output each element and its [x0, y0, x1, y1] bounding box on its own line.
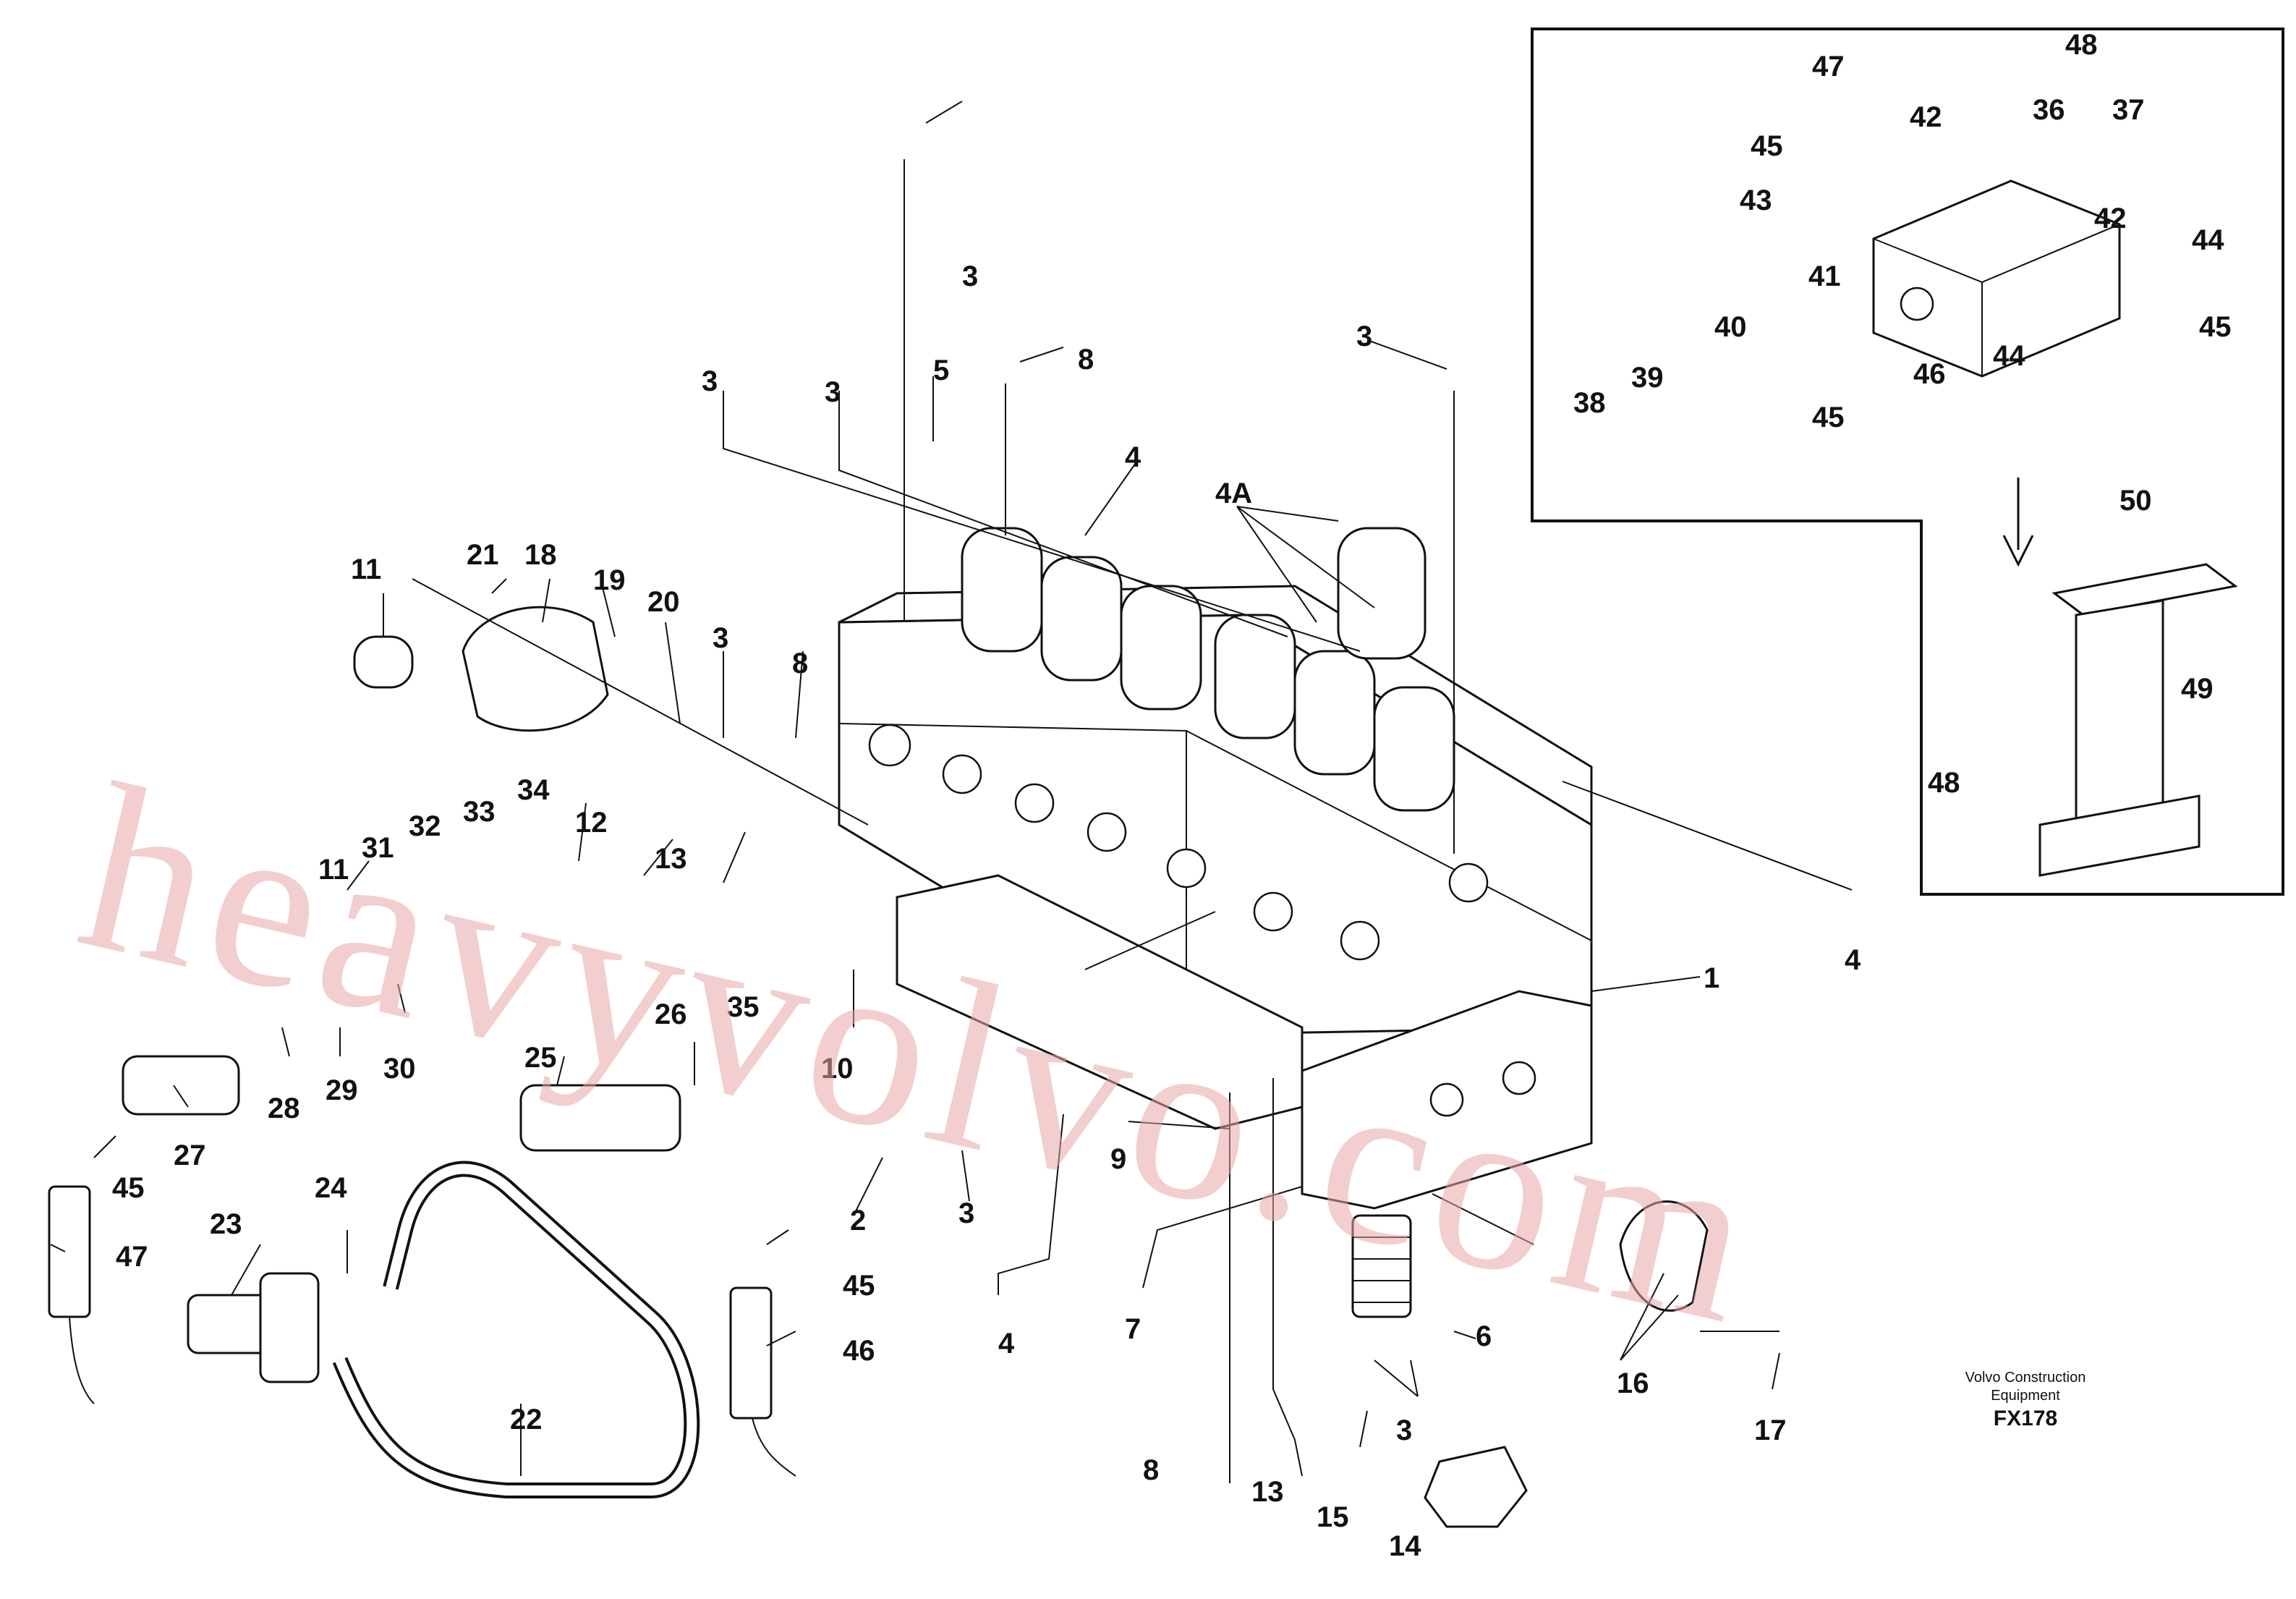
callout-3-bottom: 3 [1396, 1414, 1412, 1446]
callout-12: 12 [575, 807, 608, 839]
callout-48-bottom: 48 [1928, 767, 1960, 799]
callout-32: 32 [409, 810, 441, 842]
callout-17: 17 [1754, 1414, 1787, 1446]
callout-44-mid: 44 [1993, 340, 2025, 372]
callout-45-mid: 45 [843, 1270, 875, 1302]
callout-10: 10 [821, 1053, 854, 1085]
callout-39: 39 [1631, 362, 1664, 394]
callout-3-mid: 3 [825, 376, 841, 408]
callout-36: 36 [2033, 94, 2065, 126]
callout-41: 41 [1808, 260, 1841, 292]
callout-4-top: 4 [1125, 441, 1141, 473]
callout-13-bottom: 13 [1251, 1476, 1284, 1508]
callout-4-bottom: 4 [998, 1328, 1015, 1360]
callout-5: 5 [933, 355, 949, 386]
flange-18 [462, 606, 609, 732]
callout-50: 50 [2119, 485, 2152, 517]
callout-42-right: 42 [2094, 203, 2127, 234]
callout-3-fitting: 3 [958, 1197, 974, 1229]
plug-11 [353, 635, 414, 689]
flange-16 [1619, 1200, 1709, 1312]
callout-2: 2 [850, 1205, 866, 1237]
block-ports [868, 724, 1536, 1117]
leader-lines [50, 101, 1853, 1483]
callout-45-left: 45 [112, 1172, 145, 1204]
callout-46-inset: 46 [1913, 358, 1946, 390]
callout-3-top: 3 [962, 260, 978, 292]
pipe-22-inner [335, 1163, 697, 1496]
callout-18: 18 [524, 539, 557, 571]
callout-15: 15 [1317, 1501, 1349, 1533]
callout-3-left: 3 [702, 365, 718, 397]
callout-45-inset-top: 45 [1751, 130, 1783, 162]
detail-inset-frame [1531, 27, 2284, 896]
callout-1: 1 [1704, 962, 1719, 994]
callout-42-top: 42 [1910, 101, 1942, 133]
callout-48-top: 48 [2065, 29, 2098, 61]
callout-25: 25 [524, 1042, 557, 1074]
callout-22: 22 [510, 1404, 543, 1435]
callout-26: 26 [655, 998, 687, 1030]
callout-31: 31 [362, 832, 394, 864]
hose-46 [729, 1286, 796, 1477]
bottom-flange-fitting [1351, 1214, 1412, 1318]
pipe-22 [332, 1161, 700, 1498]
callout-labels: 1 2 3 3 3 3 3 3 3 3 4 4 4 4A 5 6 7 8 8 8… [112, 29, 2232, 1562]
callout-45-inset-right: 45 [2199, 311, 2232, 343]
callout-34: 34 [517, 774, 550, 806]
callout-38: 38 [1573, 387, 1606, 419]
callout-3-flange: 3 [713, 622, 728, 654]
inset-arrow-icon [2002, 478, 2034, 567]
callout-13-left: 13 [655, 843, 687, 875]
callout-28: 28 [268, 1093, 300, 1124]
inset-support-bracket [2038, 563, 2238, 877]
callout-21: 21 [467, 539, 499, 571]
callout-35: 35 [727, 991, 760, 1023]
credit-line-1: Volvo Construction [1965, 1370, 2086, 1386]
hose-47 [48, 1185, 95, 1404]
callout-16: 16 [1617, 1367, 1649, 1399]
callout-47-main: 47 [116, 1241, 148, 1273]
callout-3-right: 3 [1356, 321, 1372, 352]
callout-47-inset: 47 [1812, 51, 1845, 82]
callout-45-inset-bottom: 45 [1812, 402, 1845, 433]
callout-37: 37 [2112, 94, 2145, 126]
callout-9: 9 [1110, 1143, 1126, 1175]
credit-line-2: Equipment [1991, 1388, 2060, 1404]
callout-23: 23 [210, 1208, 242, 1240]
callout-14: 14 [1389, 1530, 1421, 1562]
callout-30: 30 [383, 1053, 416, 1085]
callout-11-left: 11 [318, 854, 349, 886]
cap-14 [1424, 1446, 1528, 1528]
adapter-25 [519, 1084, 681, 1152]
callout-8-top: 8 [1078, 344, 1094, 376]
inset-manifold-block [1872, 179, 2121, 378]
callout-33: 33 [463, 796, 496, 828]
solenoid-coils [961, 527, 1455, 812]
callout-49: 49 [2181, 673, 2214, 705]
callout-27: 27 [174, 1140, 206, 1171]
hose-fitting-27 [122, 1055, 240, 1116]
callout-40: 40 [1714, 311, 1747, 343]
callout-6: 6 [1476, 1320, 1492, 1352]
callout-29: 29 [326, 1074, 358, 1106]
callout-20: 20 [647, 586, 680, 618]
callout-4a: 4A [1215, 478, 1252, 509]
callout-19: 19 [593, 564, 626, 596]
callout-4-right: 4 [1845, 944, 1861, 976]
tee-fitting-23 [187, 1272, 320, 1383]
callout-46-main: 46 [843, 1335, 875, 1367]
callout-24: 24 [315, 1172, 347, 1204]
callout-8-mid: 8 [792, 648, 808, 679]
callout-43: 43 [1740, 184, 1772, 216]
drawing-code: FX178 [1994, 1407, 2057, 1430]
callout-44-right: 44 [2192, 224, 2224, 256]
callout-8-bottom: 8 [1143, 1454, 1159, 1486]
callout-11-top: 11 [351, 554, 381, 585]
callout-7: 7 [1125, 1313, 1141, 1345]
